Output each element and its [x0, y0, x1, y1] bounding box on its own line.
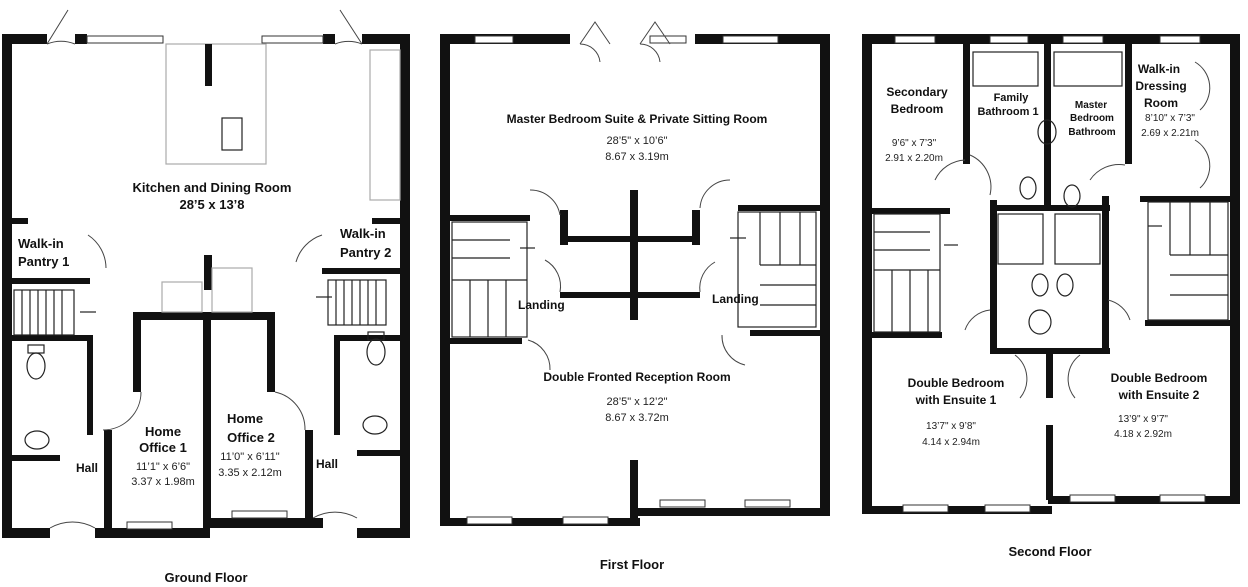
office2-name-line2: Office 2	[227, 430, 275, 445]
secondary-bedroom-name-line2: Bedroom	[891, 102, 944, 116]
bed1-dims-metric: 4.14 x 2.94m	[922, 437, 980, 448]
dressing-name-line1: Walk-in	[1138, 62, 1180, 76]
bed1-name-line2: with Ensuite 1	[915, 393, 997, 407]
ground-floor-label: Ground Floor	[164, 570, 247, 585]
office1-dims-imperial: 11’1" x 6’6"	[136, 461, 190, 473]
master-bath-name-line2: Bedroom	[1070, 113, 1114, 124]
master-suite-dims-imperial: 28’5" x 10’6"	[606, 135, 667, 147]
family-bath-name-line2: Bathroom 1	[977, 106, 1038, 118]
first-floor-plan	[440, 21, 830, 526]
bed1-name-line1: Double Bedroom	[908, 376, 1005, 390]
reception-dims-imperial: 28’5" x 12’2"	[606, 396, 667, 408]
dressing-name-line2: Dressing	[1135, 79, 1186, 93]
landing1-name: Landing	[518, 298, 565, 312]
bed2-dims-metric: 4.18 x 2.92m	[1114, 429, 1172, 440]
office1-name-line1: Home	[145, 424, 181, 439]
pantry2-name-line2: Pantry 2	[340, 245, 391, 260]
master-bath-name-line3: Bathroom	[1068, 127, 1115, 138]
office2-dims-imperial: 11’0" x 6’11"	[220, 451, 279, 463]
dressing-dims-imperial: 8’10" x 7’3"	[1145, 113, 1195, 124]
secondary-bedroom-name-line1: Secondary	[886, 85, 948, 99]
kitchen-name: Kitchen and Dining Room	[133, 180, 292, 195]
pantry1-name-line1: Walk-in	[18, 236, 64, 251]
bed2-name-line2: with Ensuite 2	[1118, 388, 1200, 402]
ground-floor-plan	[2, 9, 410, 538]
secondary-bedroom-dims-metric: 2.91 x 2.20m	[885, 153, 943, 164]
hall1-name: Hall	[76, 461, 98, 475]
second-floor-plan	[862, 34, 1240, 514]
dressing-name-line3: Room	[1144, 96, 1178, 110]
hall2-name: Hall	[316, 457, 338, 471]
secondary-bedroom-dims-imperial: 9’6" x 7’3"	[892, 138, 937, 149]
master-bath-name-line1: Master	[1075, 100, 1107, 111]
second-floor-label: Second Floor	[1008, 544, 1091, 559]
family-bath-name-line1: Family	[994, 92, 1030, 104]
kitchen-dims: 28’5 x 13’8	[179, 197, 244, 212]
master-suite-dims-metric: 8.67 x 3.19m	[605, 151, 669, 163]
pantry1-name-line2: Pantry 1	[18, 254, 69, 269]
reception-name: Double Fronted Reception Room	[543, 370, 730, 384]
office2-dims-metric: 3.35 x 2.12m	[218, 467, 282, 479]
master-suite-name: Master Bedroom Suite & Private Sitting R…	[507, 112, 768, 126]
pantry2-name-line1: Walk-in	[340, 226, 386, 241]
first-floor-label: First Floor	[600, 557, 664, 572]
bed1-dims-imperial: 13’7" x 9’8"	[926, 421, 976, 432]
landing2-name: Landing	[712, 292, 759, 306]
bed2-name-line1: Double Bedroom	[1111, 371, 1208, 385]
bed2-dims-imperial: 13’9" x 9’7"	[1118, 414, 1168, 425]
office1-name-line2: Office 1	[139, 440, 187, 455]
reception-dims-metric: 8.67 x 3.72m	[605, 412, 669, 424]
office1-dims-metric: 3.37 x 1.98m	[131, 476, 195, 488]
office2-name-line1: Home	[227, 411, 263, 426]
dressing-dims-metric: 2.69 x 2.21m	[1141, 128, 1199, 139]
